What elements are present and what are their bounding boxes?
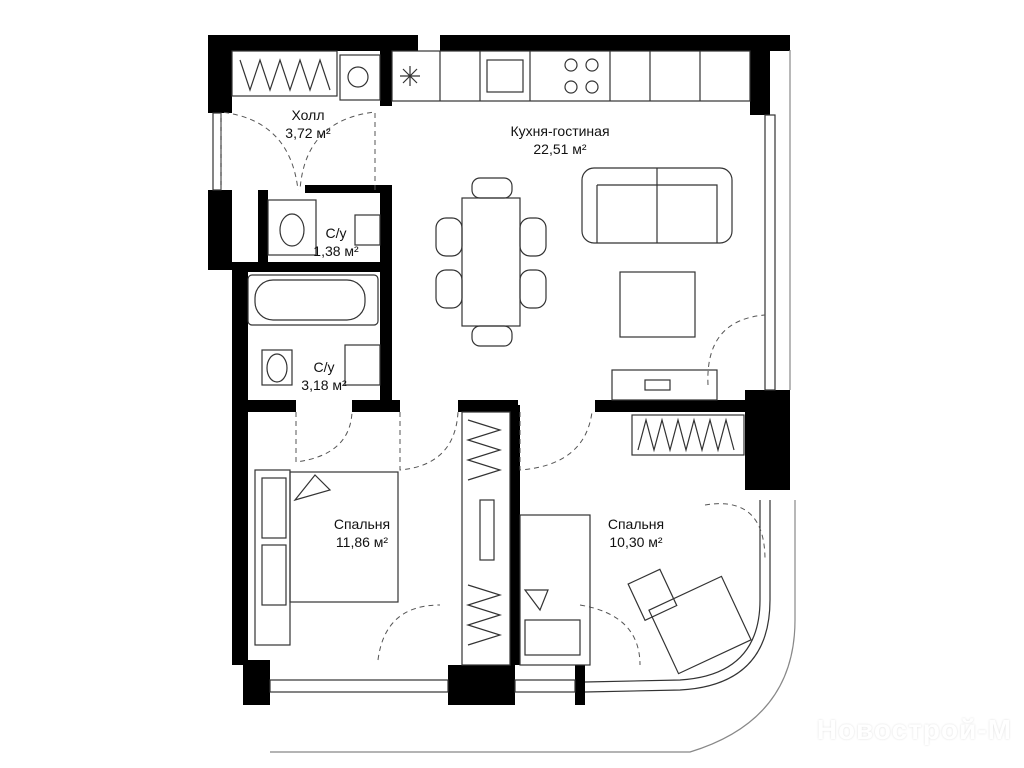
room-label-wc-2: С/у 3,18 м² (301, 358, 346, 394)
walls (208, 35, 790, 705)
room-label-wc-1: С/у 1,38 м² (313, 224, 358, 260)
room-label-bedroom-2: Спальня 10,30 м² (608, 515, 664, 551)
room-area: 3,72 м² (285, 125, 331, 141)
room-label-kitchen-living: Кухня-гостиная 22,51 м² (510, 122, 609, 158)
watermark: Новострой-М (816, 714, 1012, 745)
room-name: Кухня-гостиная (510, 123, 610, 139)
furniture (231, 50, 752, 675)
room-area: 11,86 м² (335, 534, 389, 550)
room-name: С/у (325, 225, 347, 241)
doors (220, 111, 766, 666)
room-area: 10,30 м² (609, 534, 663, 550)
room-label-bedroom-1: Спальня 11,86 м² (334, 515, 390, 551)
room-area: 22,51 м² (533, 141, 587, 157)
room-name: С/у (313, 359, 335, 375)
room-area: 3,18 м² (301, 377, 347, 393)
room-name: Холл (291, 107, 325, 123)
room-name: Спальня (333, 516, 391, 532)
room-name: Спальня (607, 516, 665, 532)
room-area: 1,38 м² (313, 243, 359, 259)
windows (212, 50, 796, 753)
room-label-hall: Холл 3,72 м² (285, 106, 330, 142)
